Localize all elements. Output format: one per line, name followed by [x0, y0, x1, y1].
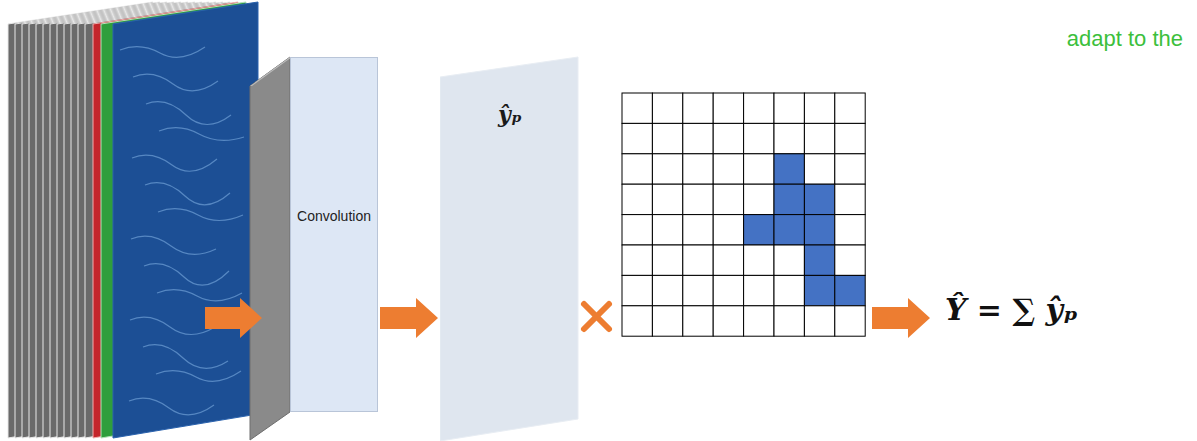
mask-cell [835, 306, 865, 336]
mask-cell [683, 306, 713, 336]
node-text: ŷₚ [498, 101, 522, 127]
mask-cell [683, 93, 713, 123]
annotation-note: adapt to the [1067, 26, 1183, 52]
image-texture [156, 371, 241, 382]
mask-cell [744, 154, 774, 184]
mask-cell [622, 215, 652, 245]
mask-cell [652, 184, 682, 214]
mask-cell [683, 215, 713, 245]
mask-cell [835, 154, 865, 184]
mask-cell [744, 275, 774, 305]
mask-cell [774, 306, 804, 336]
image-texture [143, 345, 228, 369]
flow-arrow [872, 298, 930, 338]
mask-cell [774, 123, 804, 153]
mask-cell [622, 154, 652, 184]
image-texture [129, 398, 214, 415]
mask-cell [804, 245, 834, 275]
mask-cell [622, 245, 652, 275]
mask-cell [713, 123, 743, 153]
mask-cell [622, 93, 652, 123]
mask-cell [774, 275, 804, 305]
mask-cell [713, 306, 743, 336]
prediction-map-fill [440, 57, 578, 441]
mask-cell [744, 215, 774, 245]
mask-cell [835, 245, 865, 275]
mask-cell [652, 93, 682, 123]
mask-cell [804, 306, 834, 336]
mask-cell [652, 245, 682, 275]
image-band [113, 2, 258, 438]
mask-cell [622, 306, 652, 336]
image-texture [133, 74, 218, 91]
mask-cell [774, 245, 804, 275]
conv-slab-edge [250, 57, 292, 86]
mask-cell [835, 123, 865, 153]
multiply-symbol [584, 304, 609, 329]
mask-cell [744, 306, 774, 336]
image-texture [130, 317, 215, 334]
mask-cell [622, 184, 652, 214]
mask-cell [652, 275, 682, 305]
mask-cell [804, 275, 834, 305]
mask-cell [774, 93, 804, 123]
image-texture [146, 102, 231, 125]
mask-cell [622, 275, 652, 305]
image-texture [157, 290, 242, 301]
mask-cell [652, 306, 682, 336]
mask-cell [774, 215, 804, 245]
mask-cell [713, 215, 743, 245]
mask-cell [622, 123, 652, 153]
mask-cell [744, 245, 774, 275]
mask-cell [713, 245, 743, 275]
image-texture [145, 183, 230, 205]
flow-arrow [380, 298, 438, 338]
mask-cell [804, 93, 834, 123]
prediction-map: ŷₚ [440, 55, 580, 441]
node-text: Convolution [297, 208, 371, 224]
mask-cell [683, 123, 713, 153]
mask-cell [744, 93, 774, 123]
convolution-box: Convolution [290, 57, 378, 412]
mask-cell [713, 154, 743, 184]
image-texture [159, 128, 244, 141]
mask-cell [652, 123, 682, 153]
conv-slab-side [250, 57, 290, 440]
mask-cell [835, 93, 865, 123]
image-texture [120, 47, 205, 58]
mask-cell [804, 154, 834, 184]
mask-cell [804, 184, 834, 214]
mask-cell [744, 123, 774, 153]
image-texture [158, 209, 243, 221]
image-band-stack [8, 2, 258, 438]
mask-cell [774, 184, 804, 214]
sum-formula: Ŷ = ∑ ŷₚ [945, 292, 1078, 327]
mask-cell [652, 215, 682, 245]
mask-cell [804, 215, 834, 245]
mask-cell [683, 184, 713, 214]
mask-cell [683, 154, 713, 184]
mask-cell [713, 275, 743, 305]
image-texture [144, 264, 229, 286]
flow-arrow [205, 298, 262, 338]
mask-cell [713, 93, 743, 123]
mask-cell [774, 154, 804, 184]
mask-cell [835, 215, 865, 245]
mask-cell [835, 184, 865, 214]
mask-cell [804, 123, 834, 153]
image-texture [131, 236, 216, 254]
mask-cell [744, 184, 774, 214]
mask-cell [683, 245, 713, 275]
mask-grid [622, 93, 865, 336]
mask-cell [835, 275, 865, 305]
mask-cell [713, 184, 743, 214]
mask-cell [683, 275, 713, 305]
image-texture [132, 155, 217, 171]
mask-cell [652, 154, 682, 184]
